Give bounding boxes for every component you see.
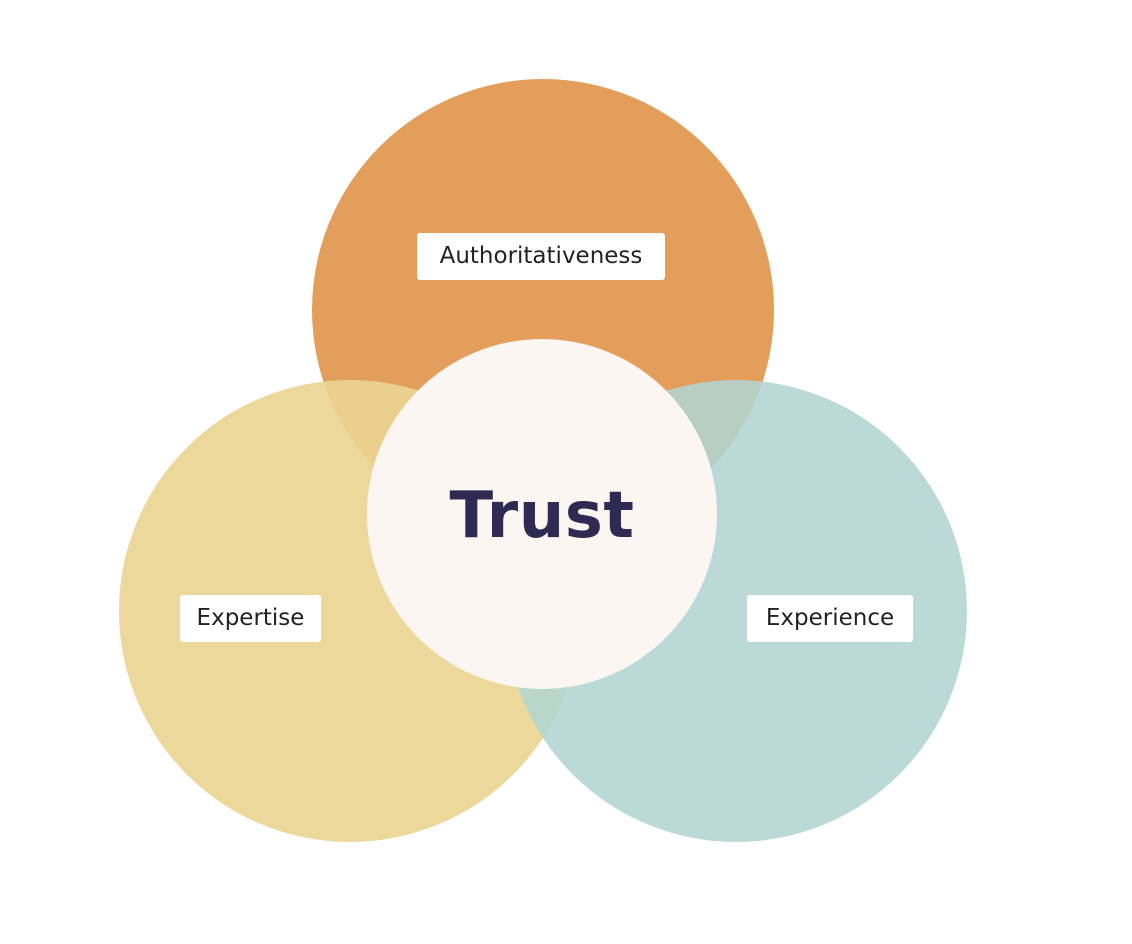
experience-label: Experience bbox=[747, 595, 913, 642]
trust-center-circle: Trust bbox=[367, 339, 717, 689]
authoritativeness-label: Authoritativeness bbox=[417, 233, 665, 280]
trust-label: Trust bbox=[449, 479, 635, 553]
expertise-label: Expertise bbox=[180, 595, 321, 642]
